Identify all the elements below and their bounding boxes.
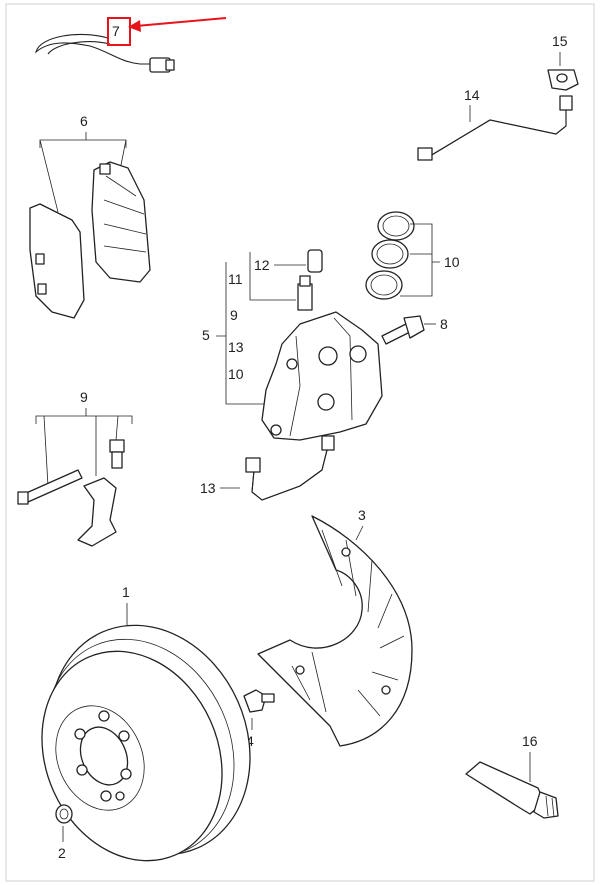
label-7: 7 <box>112 23 120 39</box>
part-7-highlight-box <box>107 17 131 46</box>
label-9-caliper: 9 <box>230 307 238 323</box>
part-6-brake-pad-inner[interactable] <box>91 161 151 283</box>
leader-9a <box>43 415 49 487</box>
label-2: 2 <box>58 845 66 861</box>
label-13: 13 <box>200 480 216 496</box>
bracket-9 <box>35 408 133 424</box>
label-9: 9 <box>80 389 88 405</box>
label-12: 12 <box>254 257 270 273</box>
label-10-right: 10 <box>444 254 460 270</box>
part-4-shield-screw[interactable] <box>243 689 275 713</box>
label-1: 1 <box>122 584 130 600</box>
part-9-anti-rattle-spring[interactable] <box>77 477 117 547</box>
diagram-frame <box>5 3 595 882</box>
part-3-dust-shield[interactable] <box>257 515 413 747</box>
label-15: 15 <box>552 33 568 49</box>
label-16: 16 <box>522 733 538 749</box>
part-13-caliper-brake-line[interactable] <box>245 435 335 501</box>
label-11: 11 <box>228 271 243 287</box>
part-1-brake-disc[interactable] <box>10 593 286 885</box>
part-6-brake-pad-outer[interactable] <box>29 203 85 319</box>
leader-9b <box>115 415 119 441</box>
highlight-arrow <box>135 17 227 27</box>
bracket-5 <box>216 262 270 405</box>
part-11-bleed-screw[interactable] <box>297 275 313 311</box>
part-15-clip[interactable] <box>547 69 579 91</box>
part-12-bleed-cap[interactable] <box>307 249 323 273</box>
label-13-caliper: 13 <box>228 339 244 355</box>
part-16-grease-tube[interactable] <box>465 761 559 819</box>
leader-3 <box>355 525 364 541</box>
label-3: 3 <box>358 507 366 523</box>
part-14-brake-line[interactable] <box>417 95 573 161</box>
part-9-guide-pin[interactable] <box>17 469 83 505</box>
label-6: 6 <box>80 113 88 129</box>
part-10-seal-rings[interactable] <box>365 211 415 300</box>
part-2-disc-screw[interactable] <box>55 804 73 824</box>
part-9-guide-bolt[interactable] <box>109 439 125 469</box>
bracket-11-12 <box>249 252 296 301</box>
label-10-caliper: 10 <box>228 366 244 382</box>
part-8-caliper-bolt[interactable] <box>381 315 425 345</box>
label-4: 4 <box>246 733 254 749</box>
label-8: 8 <box>440 316 448 332</box>
part-7-wear-sensor[interactable] <box>35 33 175 73</box>
label-5: 5 <box>202 327 210 343</box>
label-14: 14 <box>464 87 480 103</box>
bracket-10 <box>400 223 440 297</box>
highlight-arrow-head <box>128 20 141 32</box>
part-5-brake-caliper[interactable] <box>261 311 383 441</box>
leader-6a <box>39 139 59 213</box>
bracket-6 <box>39 132 127 148</box>
